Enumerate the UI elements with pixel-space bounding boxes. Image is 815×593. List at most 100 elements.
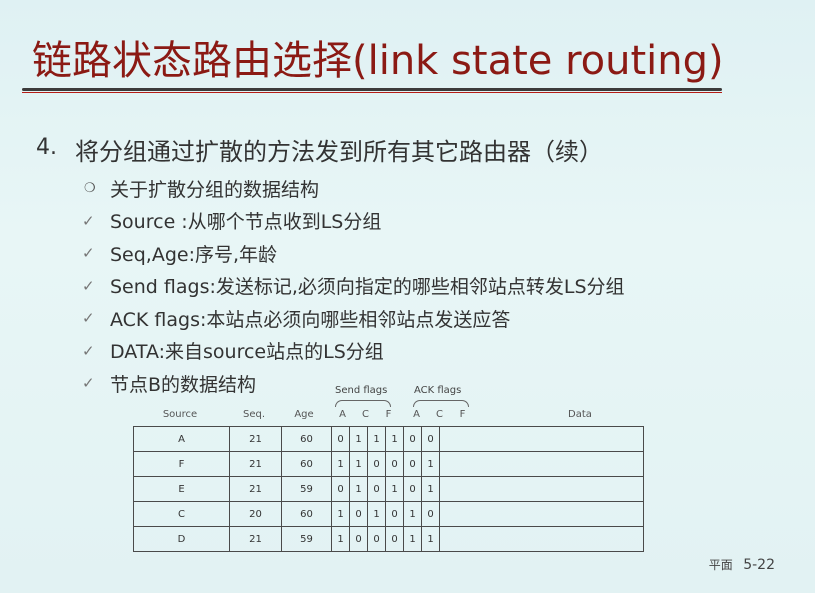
bullet-text: Send flags:发送标记,必须向指定的哪些相邻站点转发LS分组 <box>110 276 625 299</box>
cell-send-c: 0 <box>349 526 368 552</box>
cell-send-c: 1 <box>349 426 368 452</box>
cell-send-f: 1 <box>367 426 386 452</box>
cell-ack-c: 1 <box>403 501 422 527</box>
cell-data <box>439 426 644 452</box>
cell-ack-f: 1 <box>421 451 440 477</box>
checkmark-bullet-icon: ✓ <box>82 276 95 295</box>
column-header-ack-a: A <box>413 409 420 420</box>
cell-send-c: 0 <box>349 501 368 527</box>
column-header-send-a: A <box>339 409 346 420</box>
bullet-item: ✓ 节点B的数据结构 <box>82 367 782 400</box>
bullet-item: ✓ ACK flags:本站点必须向哪些相邻站点发送应答 <box>82 302 782 335</box>
cell-ack-f: 1 <box>421 526 440 552</box>
bullet-text: 关于扩散分组的数据结构 <box>110 178 320 201</box>
cell-age: 60 <box>281 501 332 527</box>
column-header-seq: Seq. <box>242 409 266 420</box>
cell-ack-a: 1 <box>385 476 404 502</box>
cell-source: D <box>133 526 230 552</box>
cell-seq: 21 <box>229 451 282 477</box>
cell-send-c: 1 <box>349 476 368 502</box>
bullet-text: Seq,Age:序号,年龄 <box>110 243 278 266</box>
lsdb-table-figure: Send flags ACK flags Source Seq. Age A C… <box>130 383 690 563</box>
cell-send-a: 1 <box>331 526 350 552</box>
cell-send-a: 0 <box>331 476 350 502</box>
cell-ack-f: 1 <box>421 476 440 502</box>
column-header-ack-c: C <box>436 409 443 420</box>
point-number: 4. <box>36 135 57 160</box>
point-heading: 将分组通过扩散的方法发到所有其它路由器（续） <box>75 138 603 166</box>
cell-data <box>439 476 644 502</box>
checkmark-bullet-icon: ✓ <box>82 211 95 230</box>
cell-source: A <box>133 426 230 452</box>
send-flags-label: Send flags <box>335 385 388 396</box>
cell-source: E <box>133 476 230 502</box>
cell-ack-a: 1 <box>385 426 404 452</box>
cell-ack-a: 0 <box>385 526 404 552</box>
cell-send-a: 1 <box>331 501 350 527</box>
title-underline <box>22 88 722 91</box>
bullet-item: ✓ DATA:来自source站点的LS分组 <box>82 335 782 368</box>
slide-number-prefix: 平面 <box>708 558 733 572</box>
cell-ack-c: 0 <box>403 476 422 502</box>
bullet-list: ❍ 关于扩散分组的数据结构 ✓ Source :从哪个节点收到LS分组 ✓ Se… <box>82 172 782 400</box>
checkmark-bullet-icon: ✓ <box>82 374 95 393</box>
bullet-item: ✓ Seq,Age:序号,年龄 <box>82 237 782 270</box>
bullet-text: Source :从哪个节点收到LS分组 <box>110 211 382 234</box>
cell-send-f: 1 <box>367 501 386 527</box>
bullet-text: DATA:来自source站点的LS分组 <box>110 341 384 364</box>
column-header-data: Data <box>568 409 592 420</box>
cell-send-f: 0 <box>367 451 386 477</box>
cell-age: 60 <box>281 451 332 477</box>
cell-data <box>439 526 644 552</box>
cell-data <box>439 501 644 527</box>
cell-ack-f: 0 <box>421 426 440 452</box>
cell-data <box>439 451 644 477</box>
hollow-circle-bullet-icon: ❍ <box>84 180 96 196</box>
slide-number-page: 5-22 <box>743 557 775 573</box>
bullet-item: ❍ 关于扩散分组的数据结构 <box>82 172 782 205</box>
cell-seq: 20 <box>229 501 282 527</box>
slide-number: 平面 5-22 <box>709 556 775 573</box>
column-header-ack-f: F <box>459 409 466 420</box>
slide-title: 链路状态路由选择(link state routing) <box>32 38 724 84</box>
cell-send-c: 1 <box>349 451 368 477</box>
bullet-item: ✓ Send flags:发送标记,必须向指定的哪些相邻站点转发LS分组 <box>82 270 782 303</box>
cell-send-f: 0 <box>367 476 386 502</box>
cell-ack-c: 1 <box>403 526 422 552</box>
cell-send-a: 0 <box>331 426 350 452</box>
cell-seq: 21 <box>229 526 282 552</box>
column-header-age: Age <box>294 409 314 420</box>
title-underline-accent <box>22 92 722 93</box>
cell-seq: 21 <box>229 426 282 452</box>
ack-flags-label: ACK flags <box>414 385 462 396</box>
cell-send-a: 1 <box>331 451 350 477</box>
cell-age: 59 <box>281 476 332 502</box>
cell-ack-f: 0 <box>421 501 440 527</box>
bullet-text: 节点B的数据结构 <box>110 373 257 396</box>
cell-age: 59 <box>281 526 332 552</box>
bullet-text: ACK flags:本站点必须向哪些相邻站点发送应答 <box>110 308 511 331</box>
cell-source: C <box>133 501 230 527</box>
checkmark-bullet-icon: ✓ <box>82 244 95 263</box>
cell-ack-a: 0 <box>385 501 404 527</box>
cell-source: F <box>133 451 230 477</box>
ack-flags-brace <box>413 400 469 407</box>
column-header-send-c: C <box>362 409 369 420</box>
checkmark-bullet-icon: ✓ <box>82 341 95 360</box>
send-flags-brace <box>335 400 391 407</box>
column-header-send-f: F <box>385 409 392 420</box>
cell-ack-c: 0 <box>403 426 422 452</box>
cell-ack-a: 0 <box>385 451 404 477</box>
checkmark-bullet-icon: ✓ <box>82 309 95 328</box>
column-header-source: Source <box>162 409 198 420</box>
cell-send-f: 0 <box>367 526 386 552</box>
cell-ack-c: 0 <box>403 451 422 477</box>
cell-age: 60 <box>281 426 332 452</box>
